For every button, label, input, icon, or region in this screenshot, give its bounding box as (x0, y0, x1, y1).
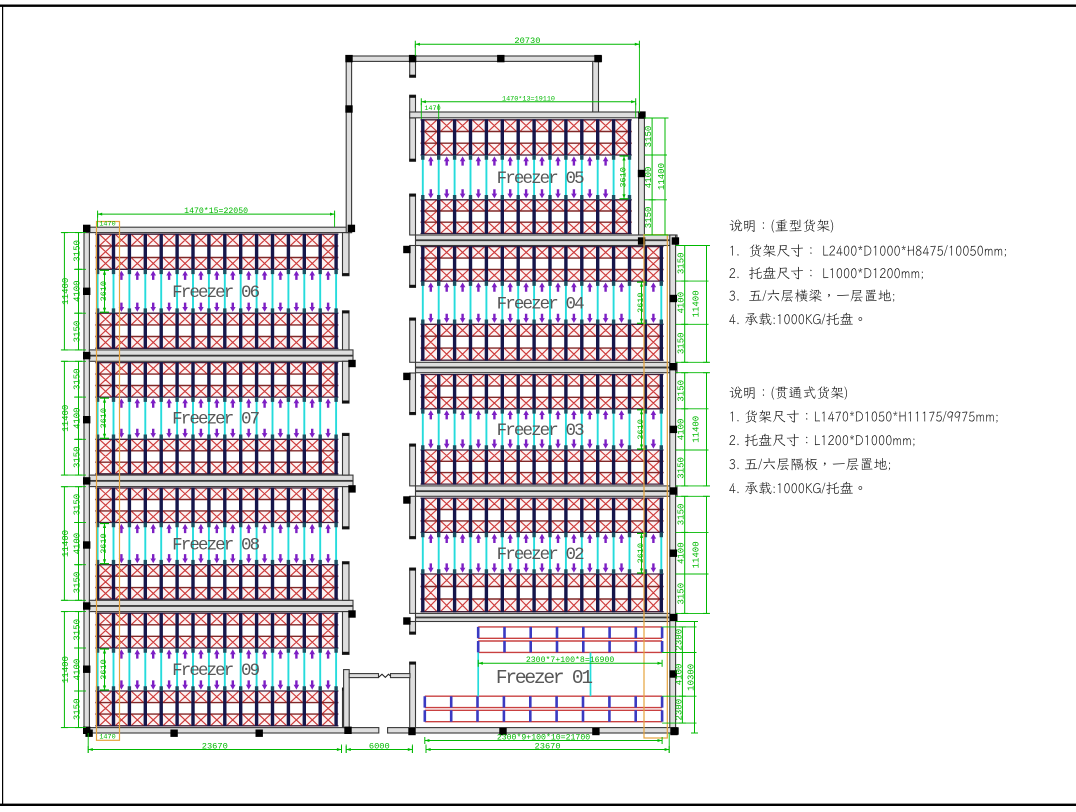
svg-text:3150: 3150 (72, 446, 82, 468)
svg-text:23670: 23670 (202, 741, 228, 751)
svg-text:1470*15=22050: 1470*15=22050 (184, 206, 248, 216)
svg-text:2300*7+100*8=16900: 2300*7+100*8=16900 (526, 655, 615, 665)
svg-text:3150: 3150 (677, 457, 687, 479)
svg-text:Freezer 09: Freezer 09 (172, 661, 259, 681)
svg-text:3610: 3610 (619, 167, 629, 187)
svg-text:3150: 3150 (72, 494, 82, 516)
svg-text:Freezer 02: Freezer 02 (497, 545, 584, 565)
svg-text:3150: 3150 (72, 619, 82, 641)
svg-text:4100: 4100 (72, 280, 82, 302)
svg-text:Freezer 04: Freezer 04 (497, 294, 584, 314)
svg-text:3610: 3610 (636, 419, 646, 439)
svg-text:Freezer 06: Freezer 06 (172, 283, 259, 303)
svg-text:1470: 1470 (99, 733, 115, 741)
svg-text:4100: 4100 (674, 664, 684, 686)
svg-text:20730: 20730 (514, 36, 540, 46)
svg-text:3610: 3610 (99, 408, 109, 428)
svg-text:3150: 3150 (72, 368, 82, 390)
svg-text:11400: 11400 (61, 405, 71, 432)
svg-text:3150: 3150 (72, 240, 82, 262)
svg-text:23670: 23670 (535, 741, 561, 751)
svg-text:6000: 6000 (369, 741, 390, 751)
svg-text:4100: 4100 (677, 542, 687, 564)
svg-text:3150: 3150 (644, 207, 654, 229)
svg-text:2300: 2300 (674, 629, 684, 651)
svg-text:10300: 10300 (687, 664, 697, 691)
svg-text:3150: 3150 (72, 698, 82, 720)
svg-text:1470: 1470 (424, 105, 440, 113)
svg-text:2300: 2300 (674, 699, 684, 721)
svg-text:3610: 3610 (99, 659, 109, 679)
svg-text:3610: 3610 (99, 533, 109, 553)
svg-text:2300*9+100*10=21700: 2300*9+100*10=21700 (497, 732, 590, 742)
svg-text:1470*13=19110: 1470*13=19110 (502, 96, 555, 104)
svg-text:Freezer 05: Freezer 05 (497, 169, 584, 189)
svg-text:3150: 3150 (644, 126, 654, 148)
svg-text:Freezer 03: Freezer 03 (497, 421, 584, 441)
svg-text:4100: 4100 (72, 533, 82, 555)
svg-text:Freezer 01: Freezer 01 (496, 667, 593, 689)
svg-text:Freezer 08: Freezer 08 (172, 535, 259, 555)
svg-text:Freezer 07: Freezer 07 (172, 410, 259, 430)
svg-text:11400: 11400 (61, 278, 71, 305)
svg-text:11400: 11400 (657, 163, 667, 190)
svg-text:11400: 11400 (691, 416, 701, 443)
svg-text:4100: 4100 (677, 292, 687, 314)
svg-text:11400: 11400 (691, 290, 701, 317)
svg-text:3610: 3610 (636, 543, 646, 563)
svg-text:4100: 4100 (644, 167, 654, 189)
svg-text:11400: 11400 (61, 656, 71, 683)
svg-text:3150: 3150 (72, 321, 82, 343)
svg-text:3610: 3610 (636, 292, 646, 312)
svg-text:3150: 3150 (677, 380, 687, 402)
svg-text:3610: 3610 (99, 281, 109, 301)
svg-text:3150: 3150 (677, 252, 687, 274)
svg-text:4100: 4100 (677, 419, 687, 441)
svg-text:3150: 3150 (677, 332, 687, 354)
svg-text:3150: 3150 (72, 572, 82, 594)
svg-text:11400: 11400 (61, 530, 71, 557)
svg-text:3150: 3150 (677, 583, 687, 605)
svg-text:4100: 4100 (72, 407, 82, 429)
svg-text:1470: 1470 (99, 220, 115, 228)
svg-text:3150: 3150 (677, 504, 687, 526)
svg-text:11400: 11400 (691, 541, 701, 568)
svg-text:4100: 4100 (72, 659, 82, 681)
